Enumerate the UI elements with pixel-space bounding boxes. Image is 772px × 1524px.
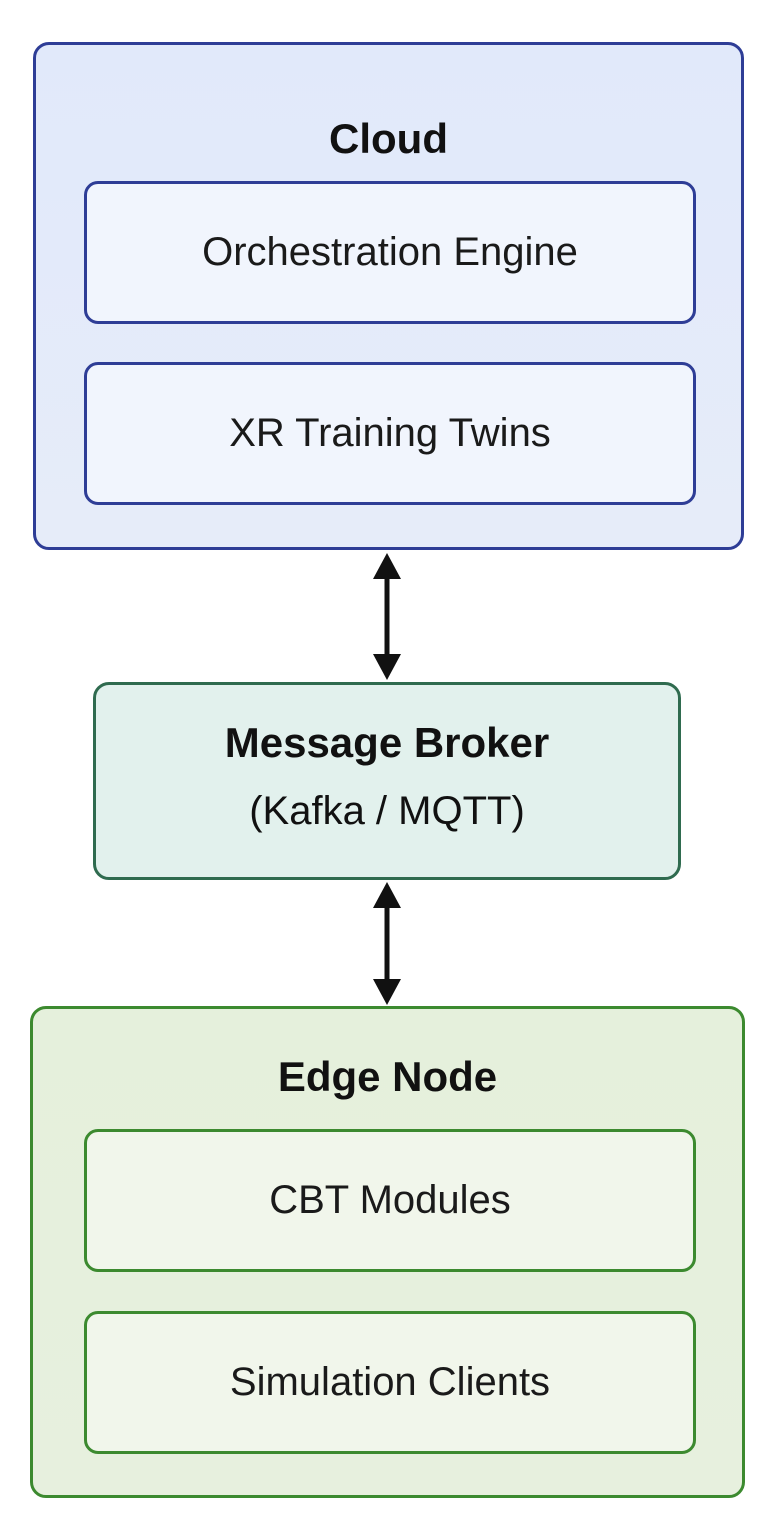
xr-training-twins-box: XR Training Twins: [84, 362, 696, 505]
orchestration-engine-box: Orchestration Engine: [84, 181, 696, 324]
edge-node-container: Edge Node CBT Modules Simulation Clients: [30, 1006, 745, 1498]
broker-edge-arrow: [373, 882, 401, 1005]
message-broker-box: Message Broker (Kafka / MQTT): [93, 682, 681, 880]
edge-node-title: Edge Node: [277, 1053, 498, 1100]
orchestration-engine-label: Orchestration Engine: [202, 230, 578, 274]
xr-training-twins-label: XR Training Twins: [229, 411, 551, 455]
simulation-clients-box: Simulation Clients: [84, 1311, 696, 1454]
cbt-modules-label: CBT Modules: [269, 1178, 511, 1222]
cbt-modules-box: CBT Modules: [84, 1129, 696, 1272]
cloud-broker-arrow: [373, 553, 401, 680]
message-broker-title: Message Broker: [224, 719, 550, 766]
cloud-title: Cloud: [329, 115, 448, 162]
cloud-container: Cloud Orchestration Engine XR Training T…: [33, 42, 744, 550]
message-broker-subtitle: (Kafka / MQTT): [249, 789, 525, 833]
simulation-clients-label: Simulation Clients: [229, 1360, 551, 1404]
